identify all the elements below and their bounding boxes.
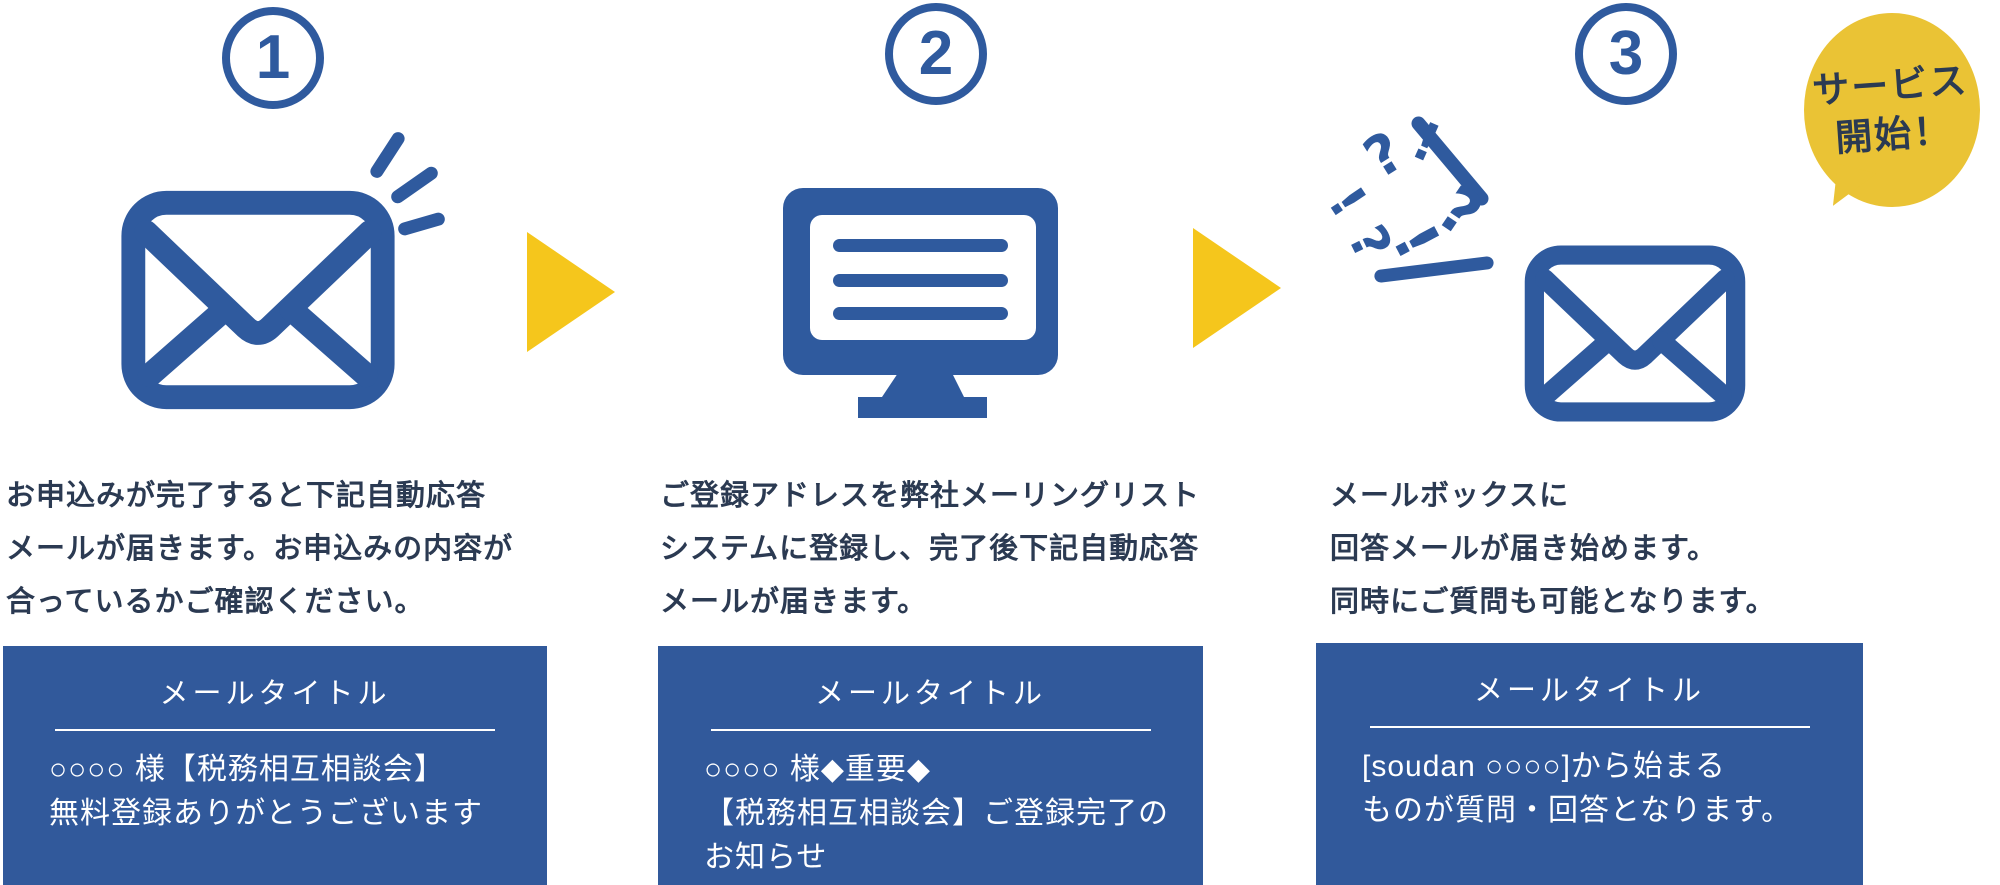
divider-line	[55, 729, 495, 731]
mail-envelope-icon	[1524, 245, 1746, 422]
step3-mail-title-box: メールタイトル [soudan ○○○○]から始まる ものが質問・回答となります…	[1316, 643, 1863, 885]
step1-mail-subject-line1: ○○○○ 様【税務相互相談会】	[49, 753, 445, 786]
step3-desc-line2: 回答メールが届き始めます。	[1330, 533, 1718, 565]
service-start-line2: 開始！	[1833, 109, 1954, 159]
step3-mail-subject: [soudan ○○○○]から始まる ものが質問・回答となります。	[1316, 728, 1863, 833]
step3-mail-subject-line1: [soudan ○○○○]から始まる	[1362, 750, 1726, 783]
step3-desc-line1: メールボックスに	[1330, 480, 1570, 512]
spark-line-icon	[367, 129, 408, 181]
step3-desc-line3: 同時にご質問も可能となります。	[1330, 586, 1776, 618]
step1-number: 1	[255, 23, 291, 92]
step3-mail-title-label: メールタイトル	[1473, 675, 1705, 707]
step2-number-badge: 2	[885, 3, 987, 105]
step1-mail-title-box: メールタイトル ○○○○ 様【税務相互相談会】 無料登録ありがとうございます	[3, 646, 547, 885]
step1-desc-line1: お申込みが完了すると下記自動応答	[6, 480, 487, 512]
step2-number: 2	[918, 19, 954, 88]
step1-mail-title-label: メールタイトル	[159, 678, 391, 710]
step2-desc-line1: ご登録アドレスを弊社メーリングリスト	[660, 480, 1201, 512]
service-start-text: サービス 開始！	[1811, 56, 1973, 165]
step2-mail-subject: ○○○○ 様◆重要◆ 【税務相互相談会】ご登録完了の お知らせ	[658, 731, 1203, 880]
flow-arrow-icon	[1193, 228, 1281, 348]
flow-arrow-icon	[527, 232, 615, 352]
step1-description: お申込みが完了すると下記自動応答 メールが届きます。お申込みの内容が 合っている…	[6, 470, 513, 629]
step3-mail-subject-line2: ものが質問・回答となります。	[1362, 794, 1793, 827]
step2-description: ご登録アドレスを弊社メーリングリスト システムに登録し、完了後下記自動応答 メー…	[660, 470, 1200, 629]
spark-line-icon	[388, 164, 441, 206]
question-marks-scribble-icon: ? ! ? ! ? !	[1317, 95, 1540, 295]
step2-mail-title-box: メールタイトル ○○○○ 様◆重要◆ 【税務相互相談会】ご登録完了の お知らせ	[658, 646, 1203, 885]
divider-line	[710, 729, 1151, 731]
step3-number-badge: 3	[1575, 3, 1677, 105]
step2-mail-subject-line3: お知らせ	[704, 841, 828, 874]
spark-line-icon	[396, 211, 447, 237]
step1-number-badge: 1	[222, 7, 324, 109]
service-start-badge: サービス 開始！	[1804, 13, 1980, 207]
step2-mail-subject-line2: 【税務相互相談会】ご登録完了の	[704, 797, 1169, 830]
exclamation-mark: !	[1316, 176, 1378, 228]
step1-mail-subject: ○○○○ 様【税務相互相談会】 無料登録ありがとうございます	[3, 731, 547, 836]
step2-desc-line3: メールが届きます。	[660, 586, 928, 618]
step1-desc-line3: 合っているかご確認ください。	[6, 586, 425, 618]
step3-number: 3	[1608, 19, 1644, 88]
step1-mail-subject-line2: 無料登録ありがとうございます	[49, 797, 483, 830]
step2-mail-title-label: メールタイトル	[814, 678, 1046, 710]
step3-description: メールボックスに 回答メールが届き始めます。 同時にご質問も可能となります。	[1330, 470, 1776, 629]
computer-monitor-icon	[783, 188, 1058, 418]
step1-desc-line2: メールが届きます。お申込みの内容が	[6, 533, 514, 565]
divider-line	[1369, 726, 1810, 728]
step2-desc-line2: システムに登録し、完了後下記自動応答	[660, 533, 1200, 565]
step2-mail-subject-line1: ○○○○ 様◆重要◆	[704, 753, 931, 786]
mail-envelope-icon	[121, 190, 395, 410]
